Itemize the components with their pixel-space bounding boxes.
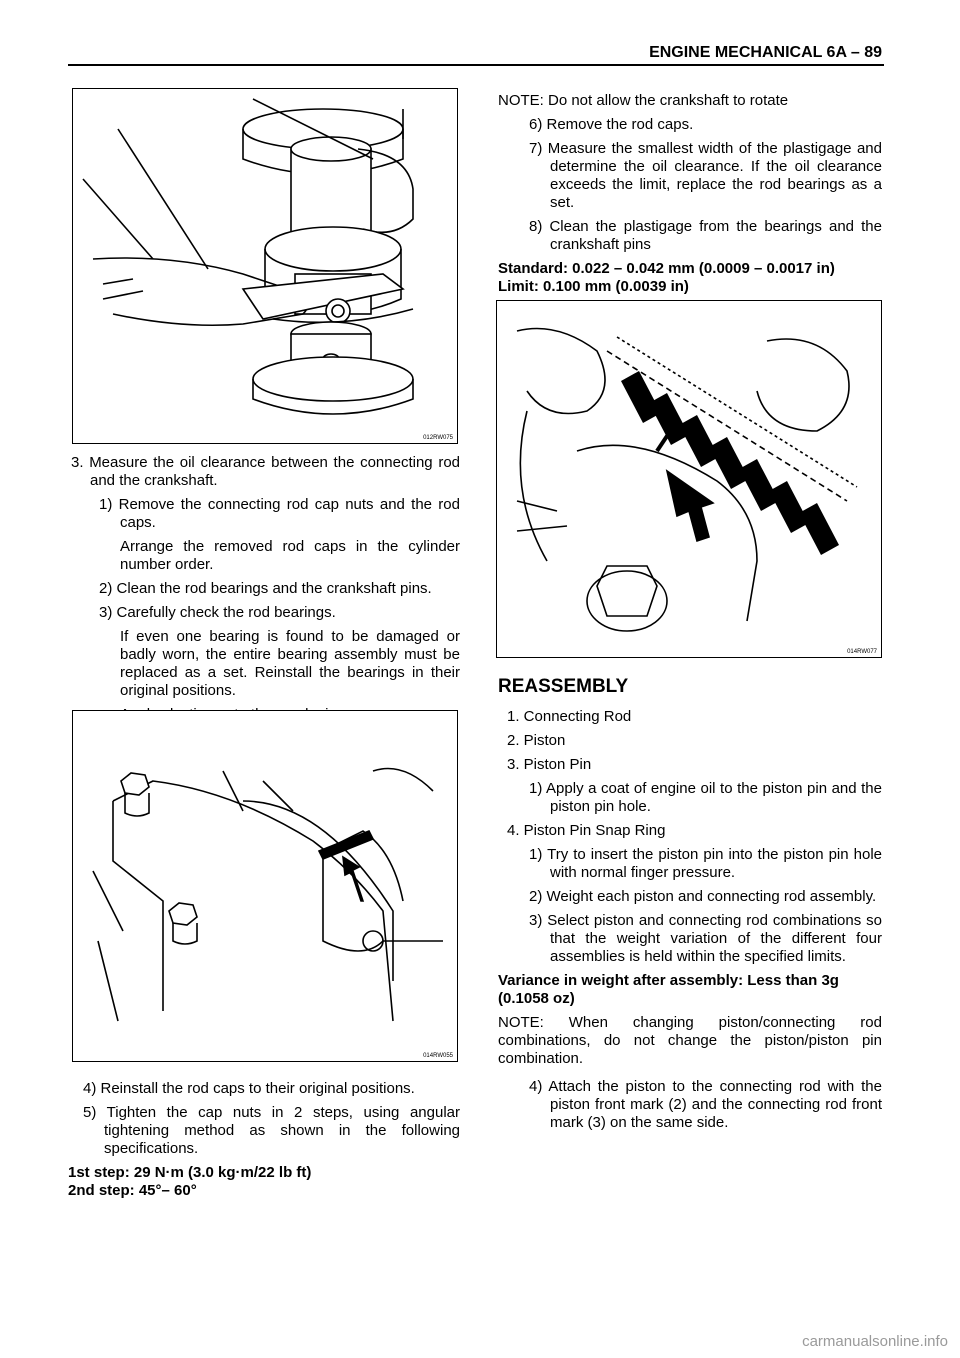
- left-text-block-1: 3. Measure the oil clearance between the…: [68, 454, 460, 730]
- right-text-block-2: REASSEMBLY 1. Connecting Rod 2. Piston 3…: [498, 676, 882, 1138]
- substep-2: 2) Clean the rod bearings and the cranks…: [99, 580, 432, 597]
- figure-code: 014RW077: [847, 649, 877, 655]
- section-heading-reassembly: REASSEMBLY: [498, 676, 629, 697]
- reassembly-item-4: 4. Piston Pin Snap Ring: [507, 822, 666, 839]
- substep-1: 1) Remove the connecting rod cap nuts an…: [99, 496, 460, 531]
- reassembly-item-2: 2. Piston: [507, 732, 566, 749]
- figure-crankshaft-wrench: 012RW075: [72, 88, 458, 444]
- spec-step-2: 2nd step: 45°– 60°: [68, 1182, 197, 1199]
- page-header-title: ENGINE MECHANICAL 6A – 89: [649, 44, 882, 61]
- spec-weight-variance: Variance in weight after assembly: Less …: [498, 972, 839, 1007]
- item-4-substep-1: 1) Try to insert the piston pin into the…: [529, 846, 882, 881]
- substep-3: 3) Carefully check the rod bearings.: [99, 604, 336, 621]
- step-3: 3. Measure the oil clearance between the…: [71, 454, 460, 489]
- watermark: carmanualsonline.info: [802, 1333, 948, 1350]
- plastigage-scale: [621, 371, 839, 555]
- item-4-substep-4: 4) Attach the piston to the connecting r…: [529, 1078, 882, 1131]
- substep-1-note: Arrange the removed rod caps in the cyli…: [120, 538, 460, 573]
- spec-step-1: 1st step: 29 N·m (3.0 kg·m/22 lb ft): [68, 1164, 312, 1181]
- item-4-substep-2: 2) Weight each piston and connecting rod…: [529, 888, 877, 905]
- substep-3-note-1: If even one bearing is found to be damag…: [120, 628, 460, 699]
- crankshaft-illustration: [82, 98, 414, 415]
- figure-code: 012RW075: [423, 435, 453, 441]
- header-rule: [68, 64, 884, 66]
- left-text-block-2: 4) Reinstall the rod caps to their origi…: [68, 1080, 460, 1200]
- spec-limit: Limit: 0.100 mm (0.0039 in): [498, 278, 689, 295]
- note-crankshaft-rotate: NOTE: Do not allow the crankshaft to rot…: [498, 92, 789, 109]
- substep-7: 7) Measure the smallest width of the pla…: [529, 140, 882, 211]
- plastigage-illustration: [516, 327, 858, 632]
- item-3-substep-1: 1) Apply a coat of engine oil to the pis…: [529, 780, 882, 815]
- substep-8: 8) Clean the plastigage from the bearing…: [529, 218, 882, 253]
- reassembly-item-1: 1. Connecting Rod: [507, 708, 632, 725]
- substep-6: 6) Remove the rod caps.: [529, 116, 694, 133]
- substep-4: 4) Reinstall the rod caps to their origi…: [83, 1080, 415, 1097]
- right-text-block-1: NOTE: Do not allow the crankshaft to rot…: [498, 92, 882, 296]
- substep-5: 5) Tighten the cap nuts in 2 steps, usin…: [83, 1104, 460, 1157]
- figure-rod-cap-plastigage: 014RW055: [72, 710, 458, 1062]
- spec-standard: Standard: 0.022 – 0.042 mm (0.0009 – 0.0…: [498, 260, 835, 277]
- reassembly-item-3: 3. Piston Pin: [507, 756, 592, 773]
- rod-cap-illustration: [92, 767, 443, 1022]
- item-4-substep-3: 3) Select piston and connecting rod comb…: [529, 912, 882, 965]
- note-combination: NOTE: When changing piston/connecting ro…: [498, 1014, 882, 1067]
- figure-plastigage-measure: 014RW077: [496, 300, 882, 658]
- figure-code: 014RW055: [423, 1053, 453, 1059]
